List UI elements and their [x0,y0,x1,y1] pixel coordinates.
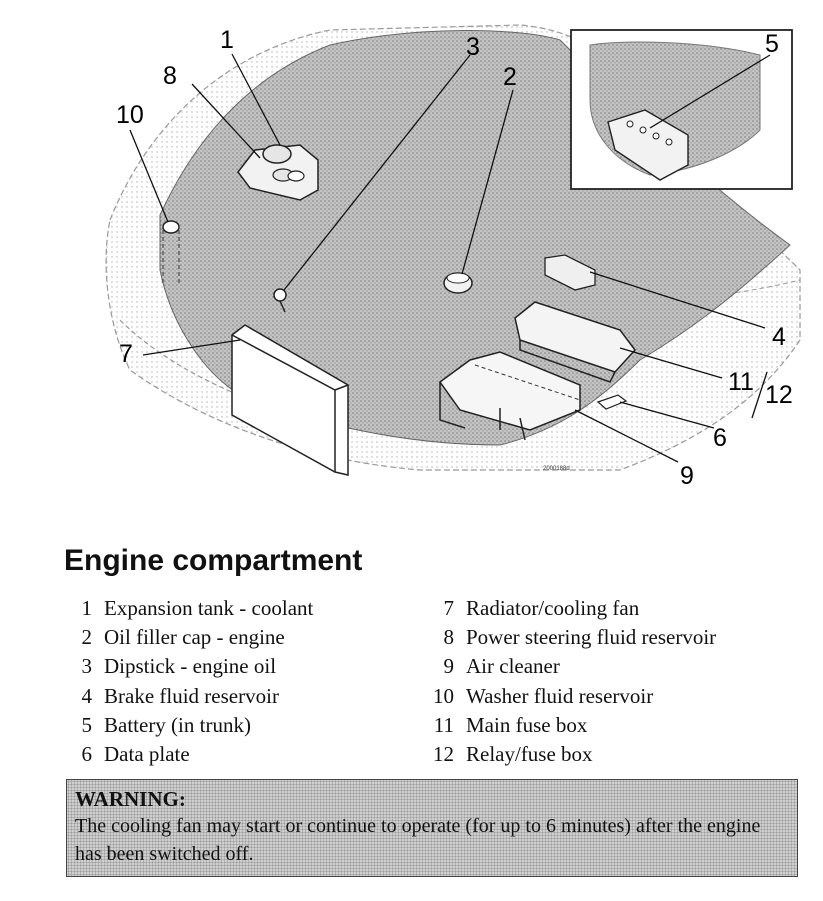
legend-label: Battery (in trunk) [104,712,251,737]
legend-item: 1 Expansion tank - coolant [58,594,314,623]
legend-label: Washer fluid reservoir [466,683,654,708]
oil-filler-cap-shape [443,272,473,294]
callout-6: 6 [713,424,727,452]
legend-item: 8 Power steering fluid reservoir [420,623,717,652]
callout-8: 8 [163,62,177,90]
legend-item: 12 Relay/fuse box [420,740,716,769]
section-title: Engine compartment [64,544,363,577]
legend-label: Air cleaner [466,654,560,679]
washer-fluid-cap-shape [162,220,180,285]
fuse-box-shape [514,301,636,383]
legend-label: Main fuse box [466,712,588,737]
callout-12: 12 [765,381,793,409]
callout-9: 9 [680,462,694,490]
callout-2: 2 [503,63,517,91]
legend-label: Data plate [104,742,190,767]
legend-item: 10 Washer fluid reservoir [420,682,716,711]
legend-item: 9 Air cleaner [420,652,716,681]
legend-number: 5 [81,712,93,737]
legend-item: 5 Battery (in trunk) [58,711,313,740]
brake-fluid-reservoir-shape [544,254,596,291]
legend-number: 2 [81,625,93,650]
legend-item: 2 Oil filler cap - engine [58,623,313,652]
legend-item: 3 Dipstick - engine oil [58,652,313,681]
warning-text: The cooling fan may start or continue to… [75,815,761,865]
image-code: 2000188d [543,466,570,472]
callout-10: 10 [116,101,144,129]
legend-item: 6 Data plate [58,740,313,769]
callout-11: 11 [728,368,754,396]
legend-right-column: 7 Radiator/cooling fan 8 Power steering fl… [420,594,716,769]
legend-item: 4 Brake fluid reservoir [58,682,313,711]
legend-number: 6 [81,742,93,767]
callout-4: 4 [772,323,786,351]
legend-number: 8 [443,625,455,650]
callout-1: 1 [220,26,234,54]
legend-number: 11 [433,712,454,737]
legend-number: 12 [433,742,454,767]
dipstick-shape [273,288,287,313]
legend-number: 9 [443,654,455,679]
legend-number: 1 [81,596,93,621]
callout-3: 3 [466,33,480,61]
radiator-shape [231,324,349,476]
warning-title: WARNING: [75,787,186,811]
callout-7: 7 [119,340,133,368]
legend-label: Relay/fuse box [466,742,593,767]
legend-label: Brake fluid reservoir [104,683,279,708]
callout-5: 5 [765,30,779,58]
expansion-tank-shape [237,144,319,201]
legend-label: Dipstick - engine oil [104,654,277,679]
legend-number: 7 [443,596,455,621]
legend-number: 10 [433,683,454,708]
warning-box: WARNING: The cooling fan may start or co… [66,779,798,877]
legend-number: 3 [81,654,93,679]
legend-left-column: 1 Expansion tank - coolant 2 Oil filler ca… [58,594,314,769]
engine-compartment-diagram: 1 2 3 4 5 6 7 8 9 10 11 12 2000188d [105,24,801,490]
legend-label: Expansion tank - coolant [104,596,314,621]
legend-number: 4 [81,683,93,708]
legend-label: Radiator/cooling fan [466,596,640,621]
data-plate-shape [596,394,628,410]
air-cleaner-shape [438,351,581,441]
legend-label: Oil filler cap - engine [104,625,285,650]
leader-lines [129,53,771,463]
legend-label: Power steering fluid reservoir [466,625,717,650]
legend-item: 7 Radiator/cooling fan [420,594,716,623]
legend-item: 11 Main fuse box [420,711,716,740]
